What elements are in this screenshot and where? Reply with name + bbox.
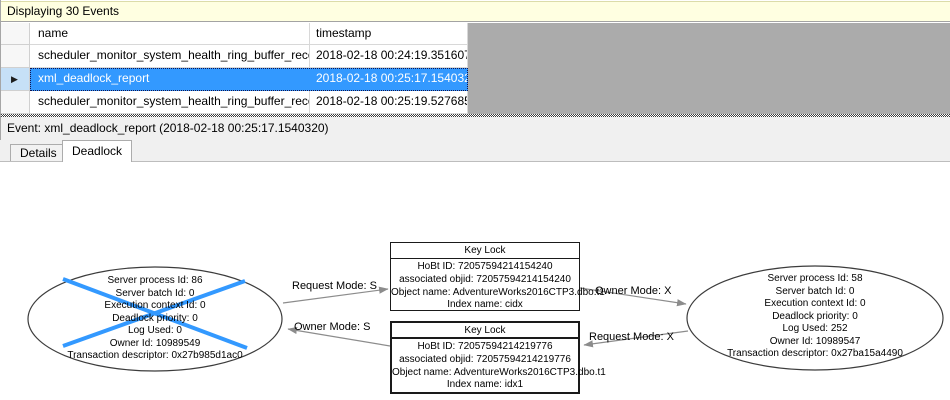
table-row-selected[interactable]: ▶ xml_deadlock_report 2018-02-18 00:25:1… [0,68,950,91]
grid-detail-splitter[interactable] [0,114,950,117]
victim-cross-icon [62,279,246,348]
edge-label-request-mode-s: Request Mode: S [292,280,377,292]
keylock-title: Key Lock [392,323,578,339]
event-timestamp-cell: 2018-02-18 00:24:19.3516078 [310,45,468,68]
row-selector-header-cell [0,23,30,45]
resource-node-keylock-idx1[interactable]: Key Lock HoBt ID: 72057594214219776 asso… [390,321,606,394]
edge-label-owner-mode-s: Owner Mode: S [294,321,371,333]
resource-node-keylock-cidx[interactable]: Key Lock HoBt ID: 72057594214154240 asso… [390,242,605,311]
event-name-cell: scheduler_monitor_system_health_ring_buf… [30,45,310,68]
column-header-timestamp[interactable]: timestamp [310,23,468,45]
events-grid: name timestamp scheduler_monitor_system_… [0,23,950,114]
event-status-text: Event: xml_deadlock_report (2018-02-18 0… [7,121,329,135]
deadlock-graph-canvas [27,265,944,372]
keylock-title: Key Lock [391,243,579,259]
table-row[interactable]: scheduler_monitor_system_health_ring_buf… [0,45,950,68]
row-selector-cell [0,45,30,68]
event-status-bar: Event: xml_deadlock_report (2018-02-18 0… [0,117,950,140]
row-selector-arrow-icon: ▶ [11,73,18,84]
events-count-text: Displaying 30 Events [7,4,120,18]
detail-tab-strip: Details Deadlock [0,140,950,162]
table-row[interactable]: scheduler_monitor_system_health_ring_buf… [0,91,950,114]
event-name-cell: scheduler_monitor_system_health_ring_buf… [30,91,310,114]
tab-details[interactable]: Details [10,144,67,161]
grid-header-row: name timestamp [0,23,950,45]
process-node-ellipse [686,265,944,371]
row-selector-cell: ▶ [0,68,30,91]
event-name-cell: xml_deadlock_report [30,68,310,91]
tab-deadlock[interactable]: Deadlock [62,140,133,162]
edge-label-request-mode-x: Request Mode: X [589,331,674,343]
edge-owner-x [579,287,687,307]
event-timestamp-cell: 2018-02-18 00:25:17.1540320 [310,68,468,91]
edge-request-x [583,330,689,348]
edge-owner-s [287,326,391,347]
column-header-name[interactable]: name [30,23,310,45]
events-count-bar: Displaying 30 Events [0,1,950,22]
process-node-victim[interactable]: Server process Id: 86 Server batch Id: 0… [67,275,243,361]
process-node[interactable]: Server process Id: 58 Server batch Id: 0… [727,273,903,359]
edge-label-owner-mode-x: Owner Mode: X [595,285,672,297]
process-node-ellipse-victim [27,266,283,372]
row-selector-cell [0,91,30,114]
edge-request-s [282,286,389,304]
deadlock-graph-pane: Server process Id: 86 Server batch Id: 0… [0,161,950,400]
event-timestamp-cell: 2018-02-18 00:25:19.5276859 [310,91,468,114]
window-left-border [0,0,1,161]
